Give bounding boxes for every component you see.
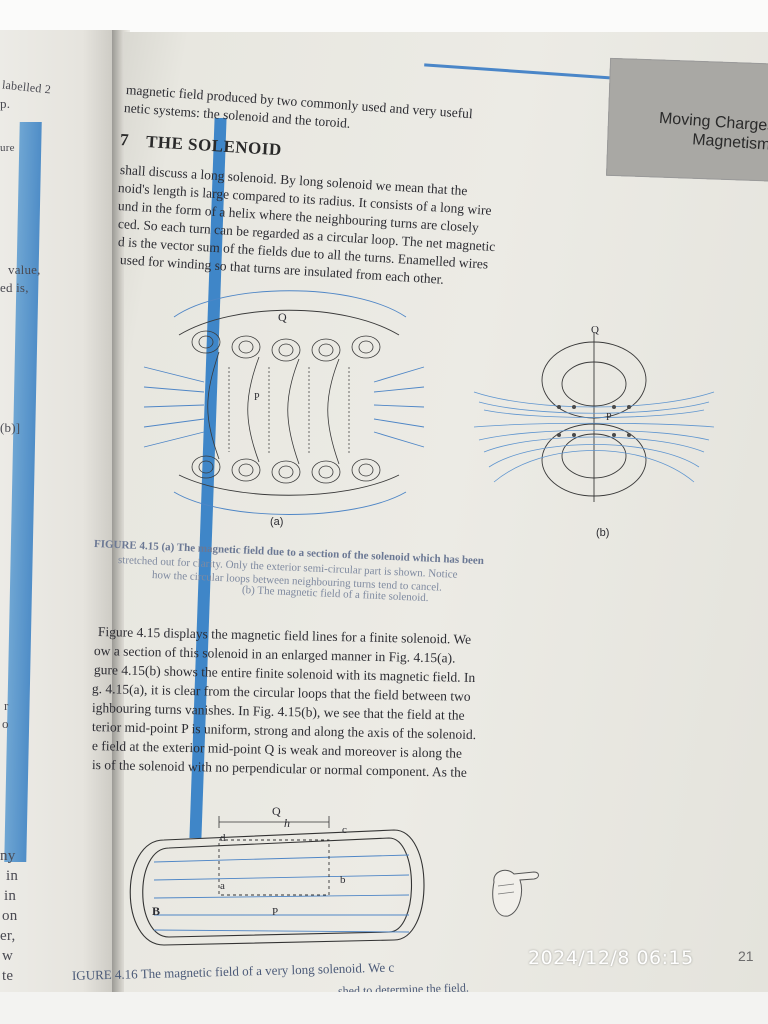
figure-point-q: Q [278, 310, 287, 324]
figure-416-b-label: b [340, 874, 346, 886]
left-fragment: ed is, [0, 280, 29, 295]
photo-timestamp: 2024/12/8 06:15 [528, 947, 694, 969]
figure-b-point-q: Q [591, 324, 599, 336]
figure-4-15a-solenoid-section [143, 290, 425, 515]
figure-416-point-q: Q [272, 804, 281, 818]
left-fragment: ny [0, 848, 16, 864]
figure-4-15b-finite-solenoid [473, 332, 715, 502]
left-fragment: (b)] [0, 420, 21, 435]
left-fragment: o [2, 716, 9, 731]
left-fragment: r [4, 698, 9, 713]
section-title: THE SOLENOID [145, 132, 283, 160]
figure-416-p-label: P [272, 906, 279, 918]
left-fragment: p. [0, 96, 11, 111]
left-fragment: on [2, 908, 18, 924]
left-page: labelled 2 p. ure value, ed is, (b)] r o… [0, 30, 118, 996]
figure-label-b: (b) [596, 527, 610, 539]
left-fragment: value, [8, 262, 41, 277]
figure-b-point-p: P [606, 412, 612, 423]
left-fragment: in [6, 868, 19, 884]
figure-416-a-label: a [220, 880, 225, 892]
left-fragment: ure [0, 142, 15, 154]
figure-416-d-label: d [220, 832, 226, 844]
section-number: 7 [119, 130, 130, 150]
left-page-blue-bar [4, 122, 42, 862]
textbook-page: Moving Charges and Magnetism magnetic fi… [72, 32, 768, 998]
right-hand-rule-icon [492, 869, 539, 917]
left-fragment: er, [0, 928, 16, 944]
left-fragment: in [4, 888, 17, 904]
page-number: 21 [738, 948, 754, 964]
figure-point-p: P [254, 392, 260, 403]
figure-416-field-label: B [152, 904, 161, 918]
figure-416-h-label: h [284, 816, 290, 830]
left-fragment: w [2, 948, 14, 964]
figure-4-16-long-solenoid [129, 816, 425, 946]
figure-label-a: (a) [270, 516, 284, 528]
photo-top-margin [0, 0, 768, 34]
left-fragment: labelled 2 [1, 77, 52, 97]
header-rule [424, 63, 614, 80]
figure-416-c-label: c [342, 824, 347, 836]
photo-bottom-margin [0, 992, 768, 1024]
left-fragment: te [2, 968, 14, 984]
